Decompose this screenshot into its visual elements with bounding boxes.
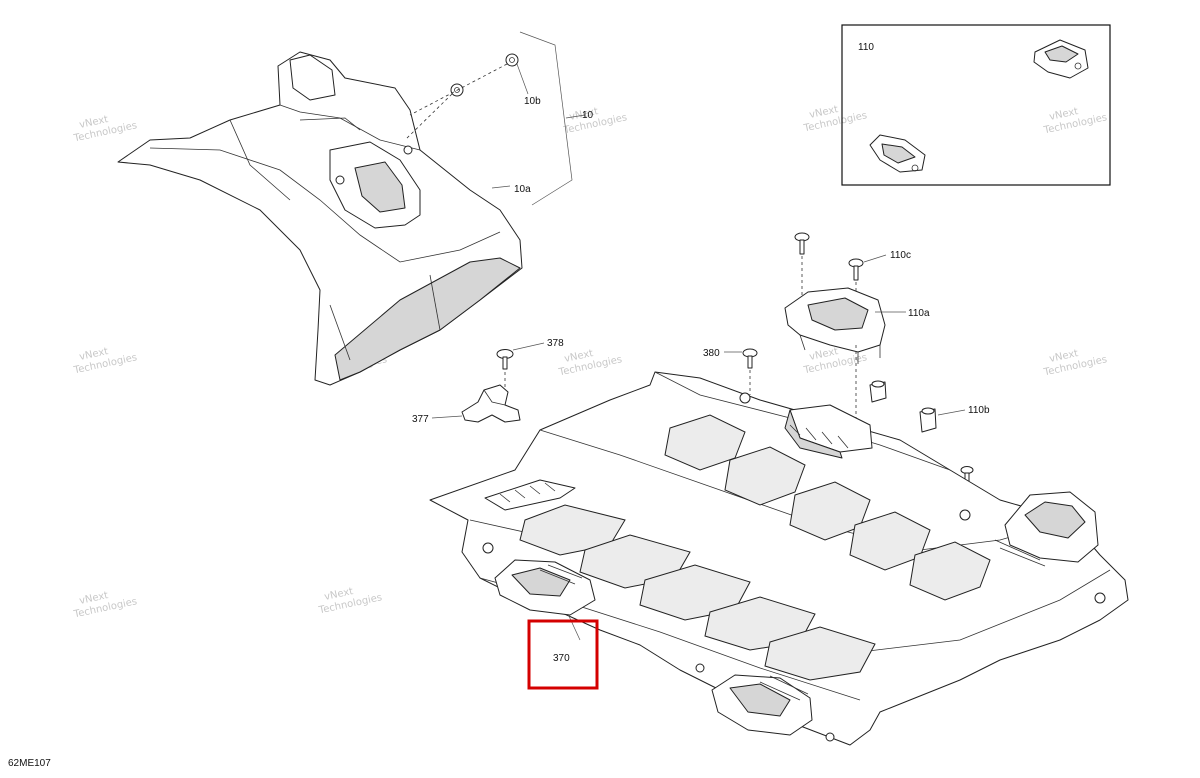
pad-r1-2 xyxy=(724,446,806,506)
callout-labels: 10 10a 10b 110 110a 110b 110c 370 377 37… xyxy=(412,42,990,664)
callout-110b: 110b xyxy=(968,405,990,416)
part-378-screw xyxy=(496,342,545,388)
callout-370: 370 xyxy=(553,653,570,664)
callout-110a: 110a xyxy=(908,308,930,319)
inset-grab-handle-bottom xyxy=(869,134,926,173)
callout-10-bracket xyxy=(491,31,586,206)
skid-handle-left xyxy=(494,559,596,616)
callout-10: 10 xyxy=(582,110,594,121)
callout-378: 378 xyxy=(547,338,564,349)
part-377-clamp xyxy=(431,384,521,423)
callout-110c: 110c xyxy=(890,250,911,261)
callout-110: 110 xyxy=(858,42,874,53)
skid-handle-right xyxy=(994,491,1099,567)
callout-377: 377 xyxy=(412,414,429,425)
callout-380: 380 xyxy=(703,348,720,359)
part-10a-front-cover xyxy=(117,51,523,386)
skid-handle-top xyxy=(784,404,873,459)
inset-grab-handle-top xyxy=(1033,39,1089,79)
part-10b-screws xyxy=(404,53,529,141)
diagram-code: 62ME107 xyxy=(8,758,51,769)
skid-handle-bottom xyxy=(711,674,813,736)
part-110a-grab-handle xyxy=(784,287,906,364)
callout-10a: 10a xyxy=(514,184,531,195)
inset-box-110 xyxy=(841,24,1111,186)
pad-r1-5 xyxy=(909,541,991,601)
part-370-skid-plate xyxy=(429,371,1129,746)
inset-frame xyxy=(841,24,1111,186)
callout-370-highlight-box xyxy=(527,619,599,690)
pad-r2-5 xyxy=(764,626,876,681)
callout-10b: 10b xyxy=(524,96,541,107)
